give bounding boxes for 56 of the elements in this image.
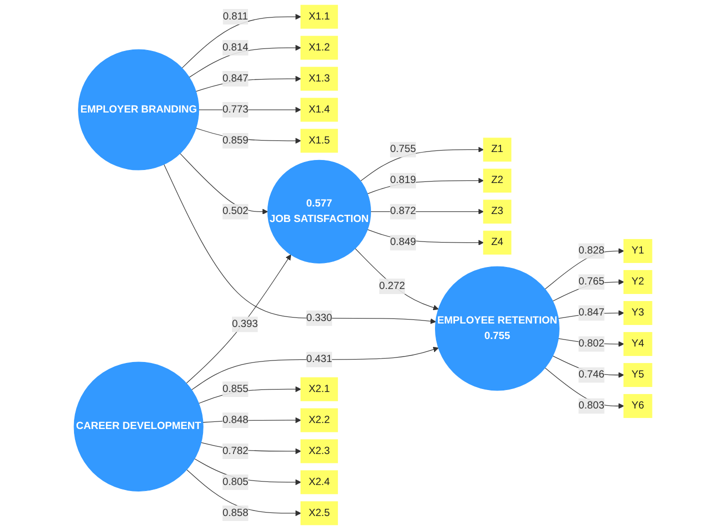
edge-label: 0.393 [232,318,258,330]
node-box: X2.4 [300,470,338,494]
edge-label: 0.819 [390,174,416,186]
arrow [164,164,436,324]
edge-label: 0.755 [390,144,416,155]
edge-label: 0.782 [222,445,248,456]
node-box: X2.3 [300,439,338,464]
edge-label: 0.431 [306,354,332,365]
node-box: Y6 [623,394,652,418]
node-box: Z2 [483,168,512,193]
node-box: Y3 [623,301,652,325]
edge-label: 0.828 [578,245,604,256]
arrow [191,346,439,390]
edge-label: 0.502 [222,206,248,217]
node-box: X2.1 [300,377,338,402]
edge-label: 0.765 [578,276,604,288]
node-box: Z4 [483,230,512,255]
node-box: X1.1 [300,4,338,29]
edge-label: 0.805 [222,476,248,488]
node-circle: 0.577 JOB SATISFACTION [267,160,372,264]
node-box: X1.2 [300,36,338,60]
node-box: X1.5 [300,128,338,153]
node-box: Y2 [623,270,652,294]
edge-label: 0.848 [222,414,248,426]
edge-label: 0.858 [222,507,248,518]
edge-label: 0.859 [222,134,248,146]
edge-label: 0.272 [379,280,406,292]
node-box: Y4 [623,332,652,356]
node-circle: EMPLOYER BRANDING [78,49,200,170]
node-circle: EMPLOYEE RETENTION 0.755 [435,266,560,391]
edge-label: 0.872 [390,206,416,217]
edge-label: 0.847 [578,307,604,318]
node-circle: CAREER DEVELOPMENT [74,362,204,492]
node-box: X1.4 [300,98,338,122]
edge-label: 0.847 [222,72,248,84]
arrow [360,146,484,182]
arrow [182,14,302,68]
edge-label: 0.773 [222,104,248,115]
edge-label: 0.330 [306,312,332,324]
node-box: Y5 [623,363,652,387]
edge-label: 0.803 [578,400,604,412]
edge-label: 0.746 [578,369,604,380]
edge-label: 0.814 [222,42,248,53]
node-box: X1.3 [300,66,338,91]
node-box: Z3 [483,200,512,224]
edge-label: 0.855 [222,383,248,394]
edge-label: 0.802 [578,338,604,350]
node-box: Z1 [483,138,512,162]
node-box: X2.5 [300,501,338,526]
node-box: Y1 [623,239,652,263]
node-box: X2.2 [300,408,338,432]
arrow [186,254,292,384]
arrow [186,469,302,516]
edge-label: 0.811 [222,10,248,22]
arrow [354,248,439,310]
edge-label: 0.849 [390,236,416,248]
